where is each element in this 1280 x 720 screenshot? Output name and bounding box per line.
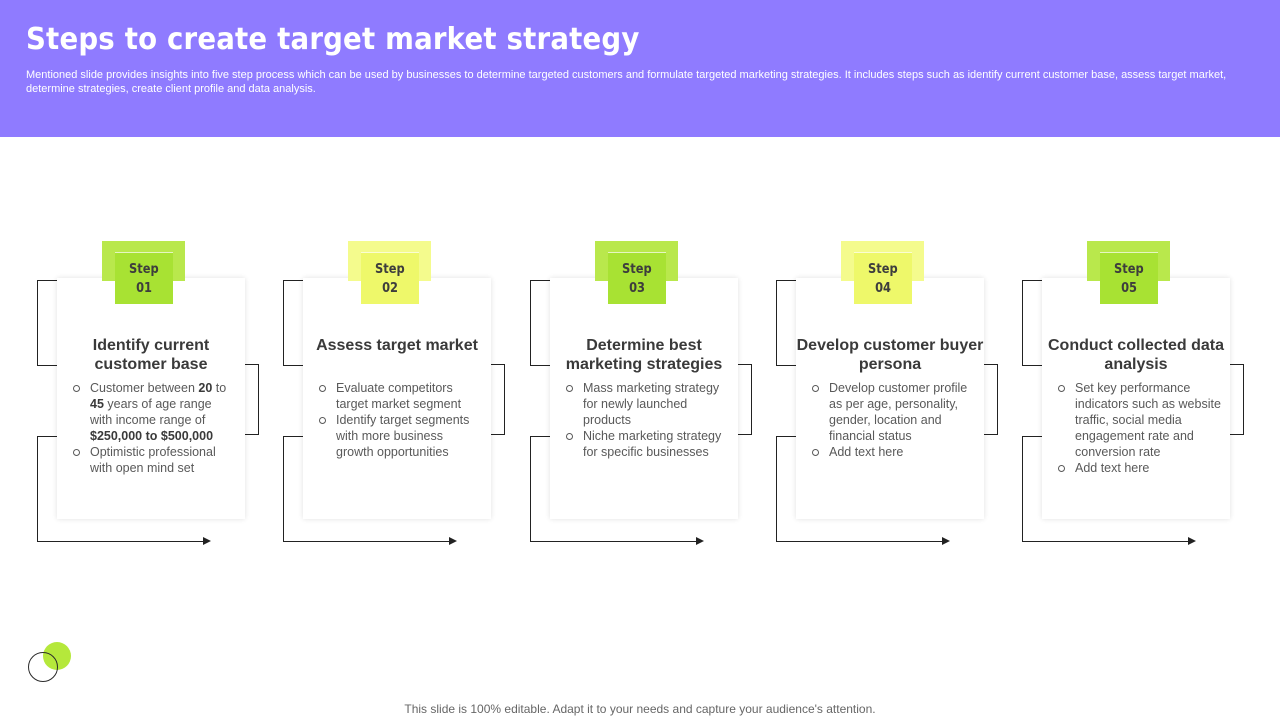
step-4: Step 04 Develop customer buyer persona D… bbox=[776, 240, 1006, 550]
bullet-text: Optimistic professional with open mind s… bbox=[90, 445, 216, 475]
connector-line bbox=[1227, 364, 1244, 435]
bullet-text: years of age range with income range of bbox=[90, 397, 212, 427]
step-badge-number: 02 bbox=[382, 280, 398, 296]
slide-subtitle: Mentioned slide provides insights into f… bbox=[26, 69, 1227, 95]
step-card bbox=[1042, 278, 1230, 519]
step-bullets: Mass marketing strategy for newly launch… bbox=[565, 380, 730, 460]
step-title: Develop customer buyer persona bbox=[796, 337, 984, 373]
bullet-item: Add text here bbox=[811, 444, 976, 460]
connector-line bbox=[981, 364, 998, 435]
bullet-text: Evaluate competitors target market segme… bbox=[336, 381, 462, 411]
arrow-line bbox=[1022, 541, 1192, 542]
connector-line bbox=[1022, 436, 1043, 541]
step-badge: Step 01 bbox=[115, 252, 173, 304]
step-card bbox=[796, 278, 984, 519]
step-1: Step 01 Identify current customer base C… bbox=[37, 240, 267, 550]
bullet-item: Identify target segments with more busin… bbox=[318, 412, 483, 460]
decorative-ring-circle bbox=[28, 652, 58, 682]
slide-title: Steps to create target market strategy bbox=[26, 22, 640, 57]
bullet-text: Customer between bbox=[90, 381, 199, 395]
step-badge-number: 01 bbox=[136, 280, 152, 296]
connector-line bbox=[488, 364, 505, 435]
arrow-line bbox=[37, 541, 207, 542]
connector-line bbox=[530, 280, 551, 366]
connector-line bbox=[530, 436, 551, 541]
bullet-text: Develop customer profile as per age, per… bbox=[829, 381, 968, 443]
step-title: Conduct collected data analysis bbox=[1047, 337, 1225, 373]
step-badge-word: Step bbox=[129, 261, 159, 277]
arrow-head-icon bbox=[696, 537, 704, 545]
bullet-emphasis: 20 bbox=[198, 381, 213, 395]
arrow-head-icon bbox=[942, 537, 950, 545]
step-badge-word: Step bbox=[375, 261, 405, 277]
step-badge-word: Step bbox=[1114, 261, 1144, 277]
step-card bbox=[550, 278, 738, 519]
connector-line bbox=[776, 280, 797, 366]
bullet-emphasis: 45 bbox=[90, 397, 104, 411]
connector-line bbox=[37, 436, 58, 541]
step-bullets: Set key performance indicators such as w… bbox=[1057, 380, 1222, 476]
bullet-emphasis: $250,000 to $500,000 bbox=[90, 429, 214, 443]
arrow-head-icon bbox=[449, 537, 457, 545]
connector-line bbox=[283, 436, 304, 541]
step-bullets: Develop customer profile as per age, per… bbox=[811, 380, 976, 460]
step-bullets: Evaluate competitors target market segme… bbox=[318, 380, 483, 460]
arrow-line bbox=[776, 541, 946, 542]
step-badge-number: 05 bbox=[1121, 280, 1137, 296]
connector-line bbox=[283, 280, 304, 366]
step-title: Identify current customer base bbox=[92, 337, 210, 373]
connector-line bbox=[37, 280, 58, 366]
arrow-line bbox=[530, 541, 700, 542]
step-5: Step 05 Conduct collected data analysis … bbox=[1022, 240, 1252, 550]
step-badge: Step 04 bbox=[854, 252, 912, 304]
header-banner: Steps to create target market strategy M… bbox=[0, 0, 1280, 137]
footer-note: This slide is 100% editable. Adapt it to… bbox=[404, 702, 876, 716]
arrow-head-icon bbox=[1188, 537, 1196, 545]
step-3: Step 03 Determine best marketing strateg… bbox=[530, 240, 760, 550]
step-title: Determine best marketing strategies bbox=[565, 337, 723, 373]
connector-line bbox=[1022, 280, 1043, 366]
bullet-item: Evaluate competitors target market segme… bbox=[318, 380, 483, 412]
step-2: Step 02 Assess target market Evaluate co… bbox=[283, 240, 513, 550]
step-badge: Step 03 bbox=[608, 252, 666, 304]
step-badge-number: 03 bbox=[629, 280, 645, 296]
connector-line bbox=[776, 436, 797, 541]
step-card bbox=[57, 278, 245, 519]
step-badge: Step 05 bbox=[1100, 252, 1158, 304]
bullet-text: to bbox=[212, 381, 227, 395]
step-badge-number: 04 bbox=[875, 280, 891, 296]
bullet-text: Add text here bbox=[1075, 461, 1150, 475]
bullet-text: Set key performance indicators such as w… bbox=[1075, 381, 1221, 459]
bullet-text: Identify target segments with more busin… bbox=[336, 413, 470, 459]
bullet-item: Develop customer profile as per age, per… bbox=[811, 380, 976, 444]
step-badge-word: Step bbox=[868, 261, 898, 277]
bullet-item: Optimistic professional with open mind s… bbox=[72, 444, 237, 476]
connector-line bbox=[242, 364, 259, 435]
connector-line bbox=[735, 364, 752, 435]
bullet-text: Niche marketing strategy for specific bu… bbox=[583, 429, 722, 459]
arrow-head-icon bbox=[203, 537, 211, 545]
step-badge: Step 02 bbox=[361, 252, 419, 304]
arrow-line bbox=[283, 541, 453, 542]
bullet-item: Customer between 20 to 45 years of age r… bbox=[72, 380, 237, 444]
bullet-text: Add text here bbox=[829, 445, 904, 459]
step-title: Assess target market bbox=[316, 337, 478, 354]
bullet-item: Niche marketing strategy for specific bu… bbox=[565, 428, 730, 460]
step-bullets: Customer between 20 to 45 years of age r… bbox=[72, 380, 237, 476]
bullet-text: Mass marketing strategy for newly launch… bbox=[583, 381, 720, 427]
bullet-item: Set key performance indicators such as w… bbox=[1057, 380, 1222, 460]
step-card bbox=[303, 278, 491, 519]
step-badge-word: Step bbox=[622, 261, 652, 277]
bullet-item: Add text here bbox=[1057, 460, 1222, 476]
bullet-item: Mass marketing strategy for newly launch… bbox=[565, 380, 730, 428]
